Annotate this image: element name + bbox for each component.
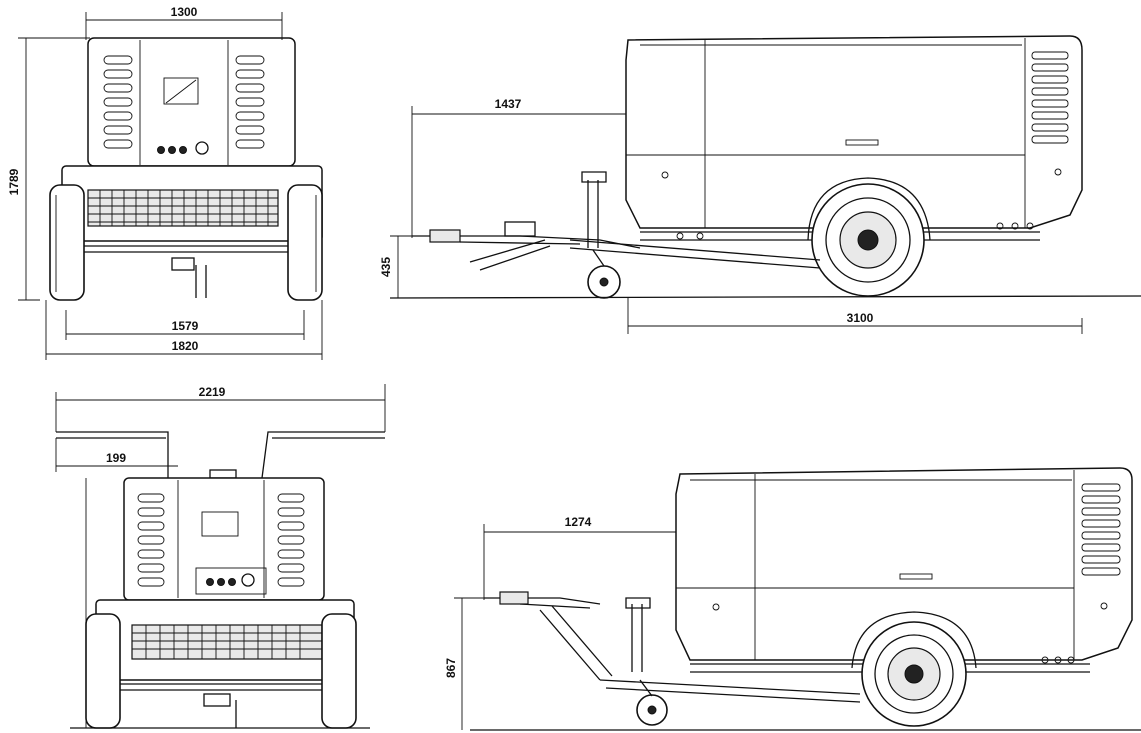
control-panel-window <box>163 77 199 105</box>
dim-overall-height: 1789 <box>7 168 21 195</box>
front-view-bottom <box>56 431 385 729</box>
dim-side-offset: 199 <box>106 451 126 465</box>
dim-drawbar-height: 435 <box>379 257 393 277</box>
side-view-bottom <box>470 467 1141 731</box>
radiator-grille <box>87 189 279 227</box>
dim-track-width: 1579 <box>172 319 199 333</box>
dimension-lines-side-bottom <box>454 524 677 730</box>
tyre-left <box>49 184 85 301</box>
dimension-lines-side-top <box>390 106 1083 334</box>
dimension-lines-front-top <box>18 12 323 360</box>
dim-front-width: 1300 <box>171 5 198 19</box>
dim-body-length: 3100 <box>847 311 874 325</box>
gauges <box>157 141 209 155</box>
louvres-left-bottom <box>137 493 165 587</box>
tow-eye <box>429 229 461 243</box>
side-louvres-bottom <box>1081 483 1121 576</box>
louvres-left <box>103 55 133 149</box>
dimension-lines-front-bottom <box>55 384 386 728</box>
dim-drawbar-length-alt: 1274 <box>565 515 592 529</box>
dim-overall-width: 1820 <box>172 339 199 353</box>
dim-drawbar-length: 1437 <box>495 97 522 111</box>
tyre-right <box>287 184 323 301</box>
dim-drawbar-height-alt: 867 <box>444 658 458 678</box>
louvres-right-bottom <box>277 493 305 587</box>
front-view-top <box>49 37 323 301</box>
side-louvres-top <box>1031 51 1069 144</box>
side-view-top <box>389 35 1141 299</box>
dim-open-width: 2219 <box>199 385 226 399</box>
louvres-right <box>235 55 265 149</box>
